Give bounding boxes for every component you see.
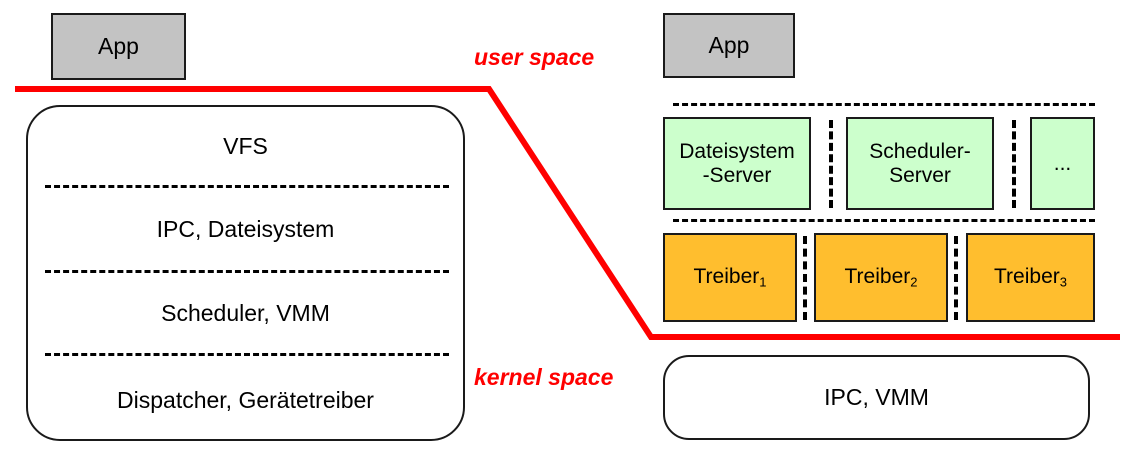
user-space-label: user space — [474, 44, 595, 70]
driver-box-1[interactable]: Treiber1 — [663, 233, 797, 322]
server-label-scheduler-line2: Server — [889, 163, 951, 187]
server-label-dateisystem: Dateisystem -Server — [679, 140, 795, 187]
server-driver-divider — [673, 219, 1095, 222]
kernel-layer-scheduler-vmm: Scheduler, VMM — [161, 300, 330, 326]
driver-separator-2 — [954, 236, 958, 320]
server-box-more[interactable]: ... — [1030, 117, 1095, 210]
kernel-space-label: kernel space — [474, 364, 614, 390]
server-separator-2 — [1012, 120, 1016, 208]
microkernel-box[interactable]: IPC, VMM — [663, 355, 1090, 440]
server-label-dateisystem-line2: -Server — [702, 163, 772, 187]
driver-label-3: Treiber3 — [994, 264, 1067, 290]
kernel-layer-ipc-dateisystem: IPC, Dateisystem — [156, 216, 335, 242]
right-app-box[interactable]: App — [663, 13, 795, 78]
server-label-scheduler-line1: Scheduler- — [869, 139, 971, 163]
driver-box-2[interactable]: Treiber2 — [814, 233, 948, 322]
left-app-box[interactable]: App — [51, 13, 186, 80]
microkernel-label: IPC, VMM — [824, 383, 929, 410]
server-separator-1 — [829, 120, 833, 208]
kernel-layer-divider-2 — [45, 270, 449, 273]
driver-separator-1 — [803, 236, 807, 320]
right-app-label: App — [708, 31, 750, 58]
kernel-layer-divider-1 — [45, 185, 449, 188]
kernel-layer-vfs: VFS — [223, 133, 268, 159]
server-box-scheduler[interactable]: Scheduler- Server — [846, 117, 994, 210]
driver-box-3[interactable]: Treiber3 — [966, 233, 1095, 322]
kernel-layer-dispatcher-geraetetreiber: Dispatcher, Gerätetreiber — [117, 387, 374, 413]
driver-label-1: Treiber1 — [693, 264, 767, 290]
server-label-more: ... — [1053, 151, 1072, 175]
server-box-dateisystem[interactable]: Dateisystem -Server — [663, 117, 811, 210]
driver-label-2: Treiber2 — [844, 264, 918, 290]
kernel-layer-divider-3 — [45, 353, 449, 356]
server-label-scheduler: Scheduler- Server — [869, 140, 971, 187]
user-server-divider-top — [673, 103, 1095, 106]
server-label-dateisystem-line1: Dateisystem — [679, 139, 795, 163]
left-app-label: App — [98, 32, 139, 59]
